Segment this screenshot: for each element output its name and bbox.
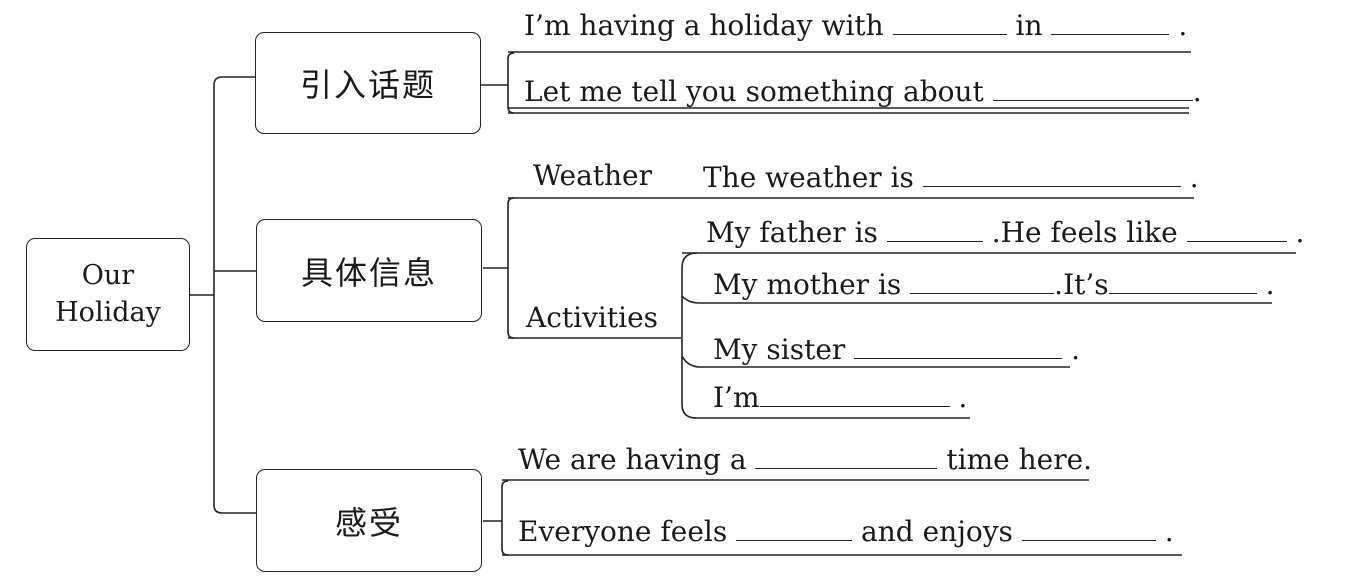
intro-bracket bbox=[507, 52, 515, 114]
intro-sentence-1: I’m having a holiday with in . bbox=[524, 9, 1188, 42]
blank-having-time[interactable] bbox=[755, 444, 938, 469]
blank-me[interactable] bbox=[759, 382, 950, 407]
feel-sentence-1: We are having a time here. bbox=[518, 443, 1093, 476]
blank-weather[interactable] bbox=[922, 162, 1181, 187]
sister-connector bbox=[681, 355, 1070, 368]
blank-mother-its[interactable] bbox=[1108, 269, 1257, 294]
blank-holiday-with[interactable] bbox=[892, 10, 1007, 35]
blank-everyone-feels[interactable] bbox=[736, 516, 853, 541]
feel-bracket bbox=[501, 480, 509, 556]
blank-enjoys[interactable] bbox=[1021, 516, 1156, 541]
root-title-line1: Our bbox=[81, 260, 135, 292]
feel-sentence-2: Everyone feels and enjoys . bbox=[518, 515, 1174, 548]
category-details-label: 具体信息 bbox=[300, 253, 437, 292]
activities-bracket bbox=[681, 252, 698, 419]
mother-sentence: My mother is .It’s . bbox=[713, 268, 1275, 301]
activities-label: Activities bbox=[526, 301, 659, 334]
category-intro: 引入话题 bbox=[255, 32, 481, 134]
connector-trunk bbox=[213, 76, 256, 514]
blank-tell-about[interactable] bbox=[992, 76, 1193, 101]
weather-label: Weather bbox=[533, 159, 652, 192]
root-node: Our Holiday bbox=[26, 238, 190, 351]
me-sentence: I’m . bbox=[713, 381, 968, 414]
blank-holiday-in[interactable] bbox=[1051, 10, 1170, 35]
blank-father-is[interactable] bbox=[886, 217, 983, 242]
root-title-line2: Holiday bbox=[55, 296, 161, 328]
sister-sentence: My sister . bbox=[713, 333, 1081, 366]
category-feelings-label: 感受 bbox=[334, 503, 403, 542]
blank-mother-is[interactable] bbox=[910, 269, 1055, 294]
category-feelings: 感受 bbox=[256, 469, 482, 572]
blank-father-feels[interactable] bbox=[1186, 217, 1287, 242]
weather-sentence: The weather is . bbox=[703, 161, 1199, 194]
category-intro-label: 引入话题 bbox=[299, 66, 436, 104]
blank-sister[interactable] bbox=[854, 334, 1063, 359]
details-bracket bbox=[507, 197, 515, 339]
category-details: 具体信息 bbox=[256, 219, 482, 322]
father-sentence: My father is .He feels like . bbox=[706, 216, 1305, 249]
intro-sentence-2: Let me tell you something about . bbox=[524, 75, 1202, 108]
mother-connector bbox=[681, 295, 1272, 304]
